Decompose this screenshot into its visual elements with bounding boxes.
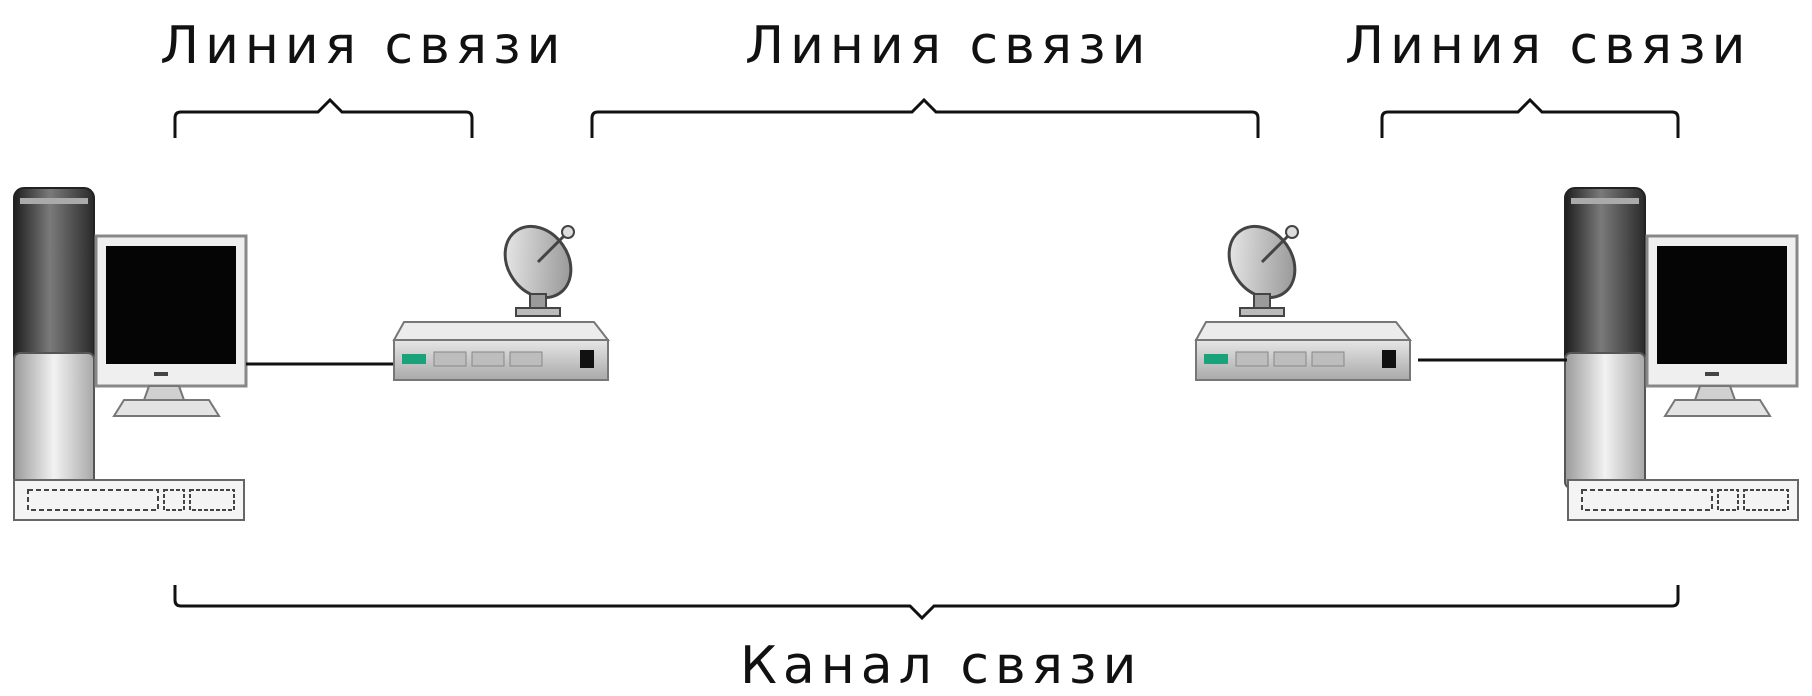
brace-channel [173,585,1680,621]
keyboard-icon [13,479,245,521]
modem-icon [393,321,609,381]
line-label-right: Линия связи [1345,16,1752,76]
brace-line-middle [590,97,1260,138]
computer-icon [1563,186,1799,490]
line-label-left: Линия связи [160,16,567,76]
line-label-middle: Линия связи [745,16,1152,76]
brace-line-left [173,97,474,138]
modem-icon [1195,321,1411,381]
channel-label: Канал связи [740,636,1143,696]
satellite-dish-icon [490,212,586,318]
brace-line-right [1380,97,1680,138]
keyboard-icon [1567,479,1799,521]
computer-icon [12,186,248,490]
satellite-dish-icon [1214,212,1310,318]
